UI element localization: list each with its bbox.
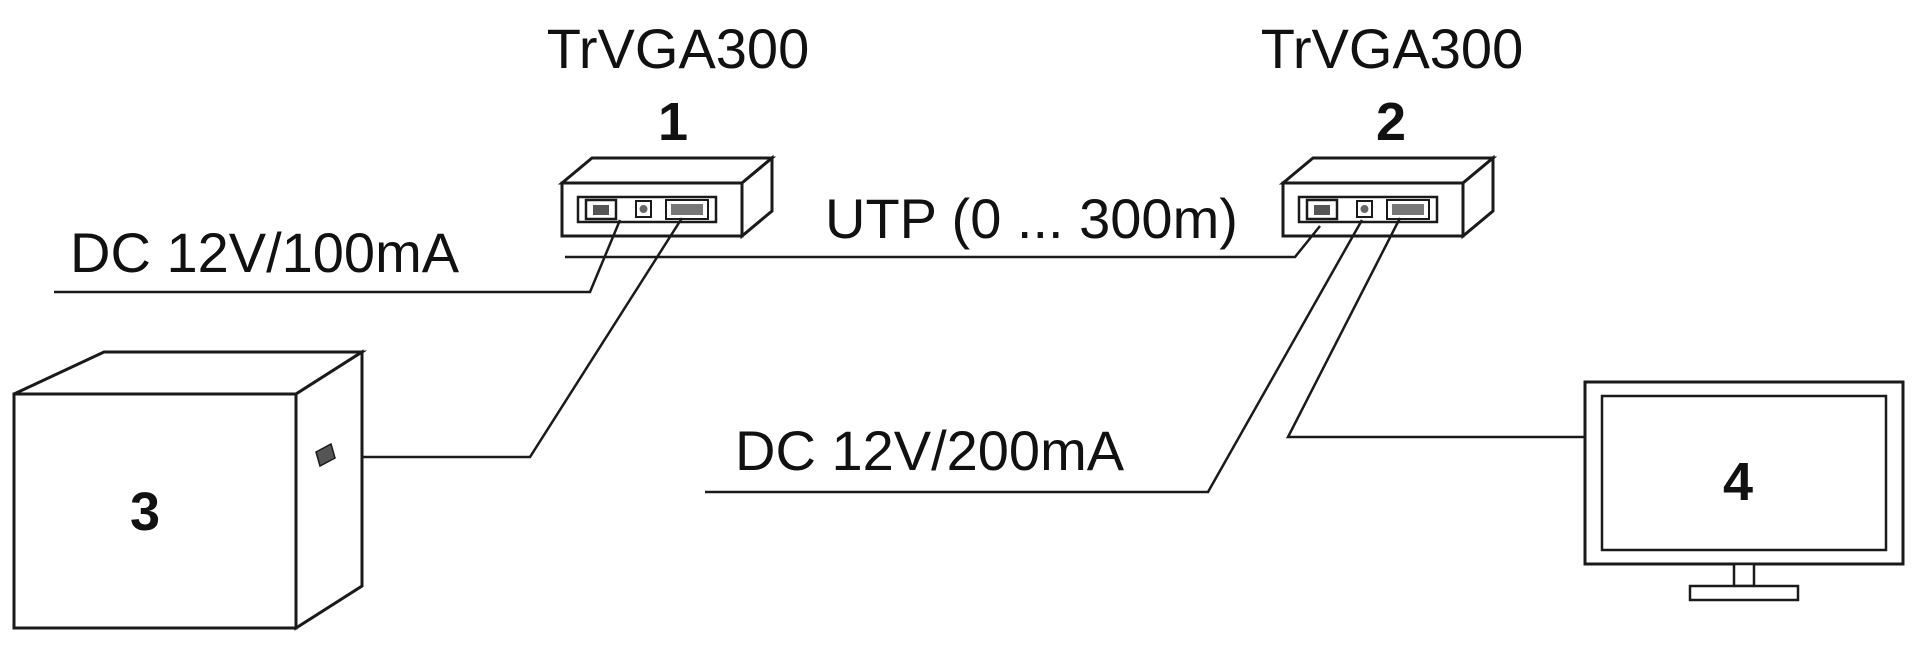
transmitter-number-label: 1	[658, 92, 688, 152]
monitor-unit: 4	[1583, 380, 1905, 602]
monitor-number-label: 4	[1723, 452, 1753, 512]
rx-vga-cable	[1285, 217, 1585, 439]
monitor-icon	[1583, 380, 1905, 602]
tx-power-label: DC 12V/100mA	[70, 221, 460, 284]
rx-power-label: DC 12V/200mA	[735, 419, 1125, 482]
receiver-number-label: 2	[1376, 92, 1406, 152]
computer-case-icon	[12, 349, 368, 631]
transmitter-box-icon	[557, 154, 777, 240]
transmitter-model-label: TrVGA300	[547, 17, 809, 80]
computer-vga-port-icon	[315, 442, 336, 468]
receiver-unit: TrVGA300 2	[1261, 17, 1523, 240]
tx-power-cable	[54, 219, 622, 294]
transmitter-unit: TrVGA300 1	[547, 17, 809, 240]
tx-vga-cable	[330, 217, 684, 459]
utp-cable-label: UTP (0 ... 300m)	[825, 187, 1238, 250]
computer-unit: 3	[12, 349, 368, 631]
receiver-model-label: TrVGA300	[1261, 17, 1523, 80]
receiver-box-icon	[1278, 154, 1498, 240]
rx-power-cable	[705, 219, 1364, 494]
utp-cable	[565, 225, 1321, 259]
computer-number-label: 3	[130, 482, 160, 542]
